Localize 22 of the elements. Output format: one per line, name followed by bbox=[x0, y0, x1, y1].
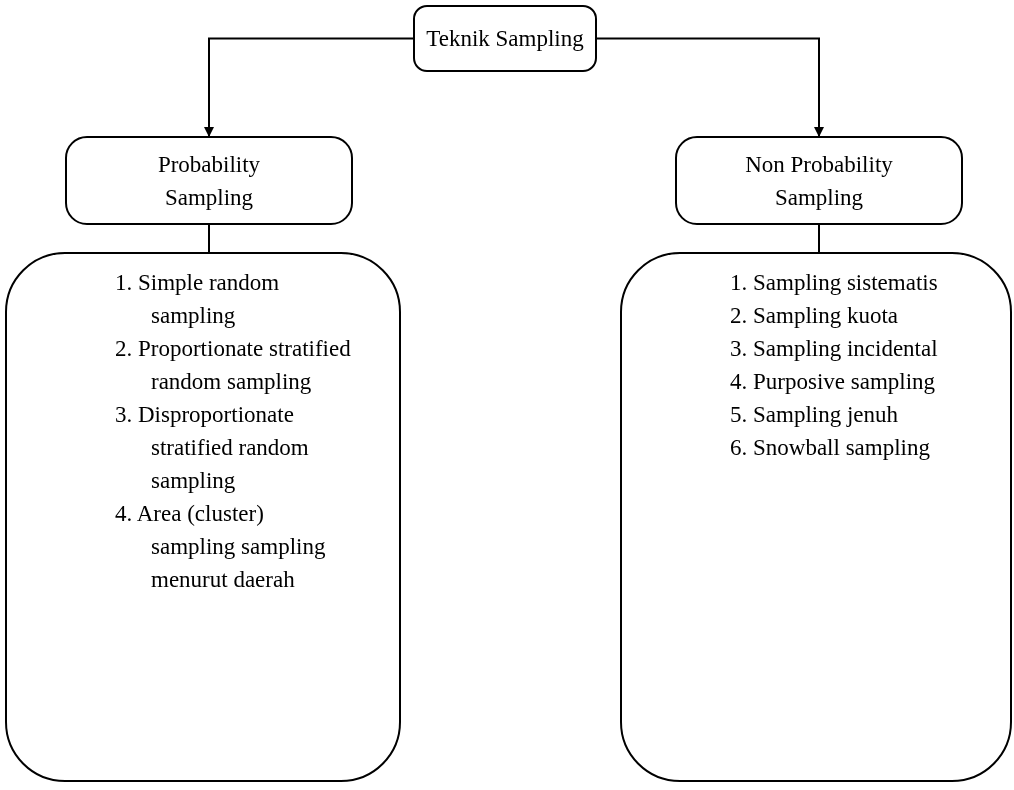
list-item: 4. Purposive sampling bbox=[730, 368, 937, 396]
box-label: Non Probability Sampling bbox=[744, 150, 894, 212]
list-item: 1. Sampling sistematis bbox=[730, 269, 939, 297]
list-item: 1. Simple random sampling bbox=[115, 269, 281, 330]
list-item: 6. Snowball sampling bbox=[730, 434, 931, 462]
list-item: 3. Disproportionate stratified random sampling bbox=[115, 401, 310, 495]
root-box bbox=[413, 5, 597, 72]
category-box bbox=[675, 136, 963, 225]
list-item: 4. Area (cluster) sampling sampling menurut daerah bbox=[115, 500, 327, 594]
list-item: 5. Sampling jenuh bbox=[730, 401, 900, 429]
list-item: 2. Proportionate stratified random sampling bbox=[115, 335, 351, 396]
arrow bbox=[204, 37, 414, 137]
box-label: Probability Sampling bbox=[156, 150, 262, 212]
category-box bbox=[65, 136, 353, 225]
box-label: Teknik Sampling bbox=[425, 25, 585, 53]
connector-line bbox=[818, 224, 820, 253]
arrow bbox=[596, 37, 824, 137]
list-item: 2. Sampling kuota bbox=[730, 302, 900, 330]
list-box bbox=[5, 252, 401, 782]
list-item: 3. Sampling incidental bbox=[730, 335, 939, 363]
connector-line bbox=[208, 224, 210, 253]
list-box bbox=[620, 252, 1012, 782]
